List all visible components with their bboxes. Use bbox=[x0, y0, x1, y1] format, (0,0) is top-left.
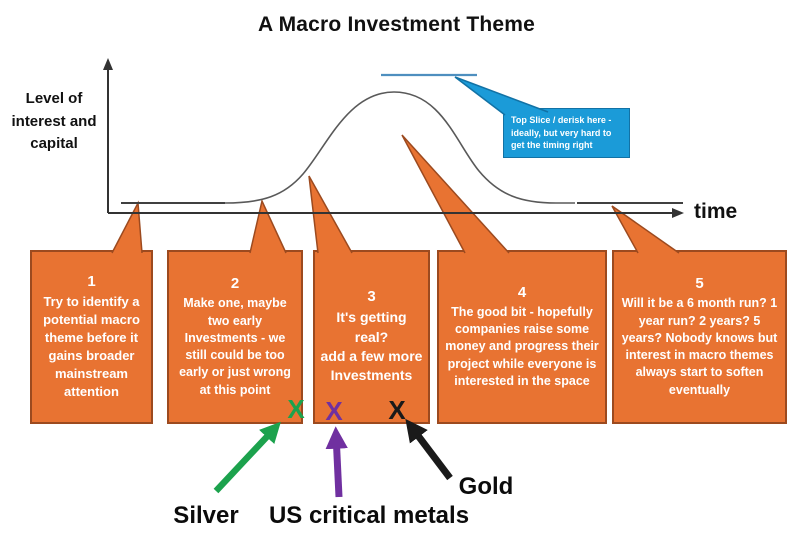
stage-box-5: 5 Will it be a 6 month run? 1 year run? … bbox=[612, 250, 787, 424]
stage-box-1: 1 Try to identify a potential macro them… bbox=[30, 250, 153, 424]
stage-box-3: 3 It's getting real? add a few more Inve… bbox=[313, 250, 430, 424]
diagram-title: A Macro Investment Theme bbox=[257, 13, 536, 36]
y-axis-arrowhead bbox=[103, 58, 113, 70]
gold-label: Gold bbox=[458, 473, 514, 500]
x-axis-label: time bbox=[694, 200, 738, 223]
silver-x-mark: X bbox=[287, 394, 305, 424]
y-axis-label: Level of interest and capital bbox=[11, 90, 97, 152]
silver-label: Silver bbox=[173, 502, 239, 529]
gold-arrow bbox=[405, 418, 453, 481]
stage-box-2: 2 Make one, maybe two early Investments … bbox=[167, 250, 303, 424]
stage-number: 1 bbox=[87, 273, 96, 291]
top-slice-callout: Top Slice / derisk here - ideally, but v… bbox=[503, 108, 630, 158]
us-critical-metals-label: US critical metals bbox=[268, 502, 470, 529]
stage-number: 5 bbox=[695, 275, 704, 293]
stage-number: 4 bbox=[517, 283, 527, 301]
stage-number: 3 bbox=[367, 288, 376, 306]
us-critical-metals-arrow bbox=[325, 426, 348, 498]
silver-arrow bbox=[213, 421, 281, 494]
stage-text: Will it be a 6 month run? 1 year run? 2 … bbox=[621, 296, 778, 397]
stage-number: 2 bbox=[230, 275, 240, 293]
us-critical-metals-x-mark: X bbox=[325, 396, 343, 426]
stage-text: Try to identify a potential macro theme … bbox=[43, 294, 140, 399]
stage-box-4: 4 The good bit - hopefully companies rai… bbox=[437, 250, 607, 424]
stage-text: The good bit - hopefully companies raise… bbox=[445, 304, 599, 388]
stage-text: It's getting real? add a few more Invest… bbox=[320, 309, 423, 384]
x-axis-arrowhead bbox=[672, 208, 684, 218]
gold-x-mark: X bbox=[388, 395, 406, 425]
stage-text: Make one, maybe two early Investments - … bbox=[179, 296, 291, 397]
